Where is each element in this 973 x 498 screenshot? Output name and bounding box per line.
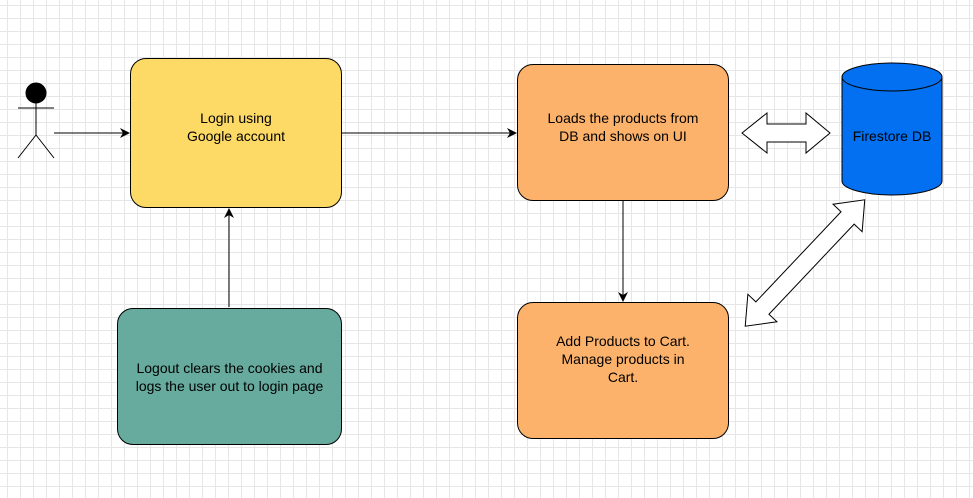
edge-load-database-double-arrow (741, 111, 831, 155)
cart-node[interactable]: Add Products to Cart. Manage products in… (517, 302, 729, 439)
load-products-node[interactable]: Loads the products from DB and shows on … (517, 64, 729, 201)
firestore-db-cylinder[interactable] (841, 62, 943, 196)
login-node[interactable]: Login using Google account (130, 58, 342, 208)
firestore-db-label: Firestore DB (852, 128, 932, 144)
cart-node-label: Add Products to Cart. Manage products in… (556, 332, 690, 385)
load-products-node-label: Loads the products from DB and shows on … (547, 109, 699, 144)
edge-cart-database-double-arrow (744, 199, 866, 327)
actor-icon (17, 82, 55, 159)
logout-node-label: Logout clears the cookies and logs the u… (135, 359, 324, 394)
logout-node[interactable]: Logout clears the cookies and logs the u… (117, 308, 342, 445)
login-node-label: Login using Google account (186, 110, 286, 144)
